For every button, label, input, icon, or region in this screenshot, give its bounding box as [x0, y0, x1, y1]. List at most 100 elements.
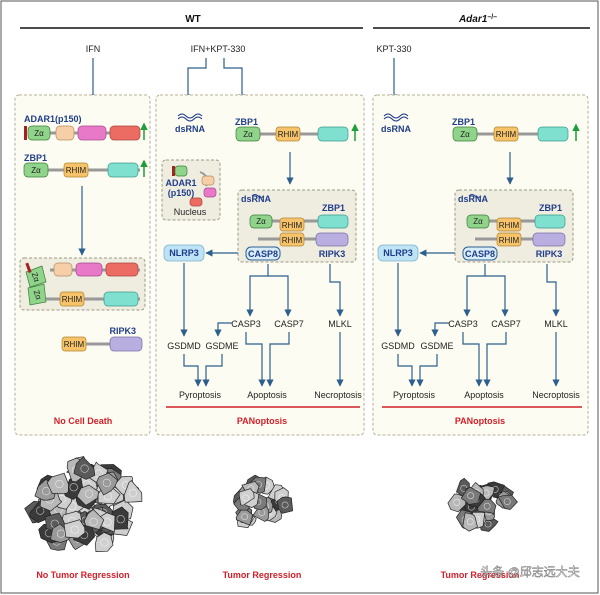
tumor-cell-nucleus — [84, 489, 94, 498]
ripk3-to-mlkl-arrow — [546, 264, 560, 317]
tumor-large — [24, 456, 143, 552]
caption-tumor-regression: Tumor Regression — [223, 570, 302, 580]
label-casp8: CASP8 — [248, 249, 278, 259]
svg-text:RHIM: RHIM — [499, 236, 520, 245]
tumor-cell — [476, 498, 497, 515]
label-dsrna: dsRNA — [175, 124, 206, 134]
complex-adar1-bar — [50, 262, 140, 277]
svg-text:Zα: Zα — [32, 289, 44, 301]
label-apoptosis: Apoptosis — [464, 390, 504, 400]
tumor-cell — [83, 509, 105, 531]
ifn-kpt-arrow-dsrna — [184, 58, 207, 102]
gsdmd-to-pyroptosis-arrow — [183, 354, 202, 387]
casp3-to-apoptosis-arrow — [245, 332, 266, 387]
label-necroptosis: Necroptosis — [314, 390, 362, 400]
tumor-cell — [76, 484, 100, 506]
label-necroptosis: Necroptosis — [532, 390, 580, 400]
label-ripk3: RIPK3 — [109, 326, 136, 336]
complex-ripk3: RHIM — [258, 232, 349, 247]
tumor-cell-nucleus — [466, 518, 474, 526]
casp8-node — [245, 246, 281, 261]
zbp1-protein: Zα RHIM — [23, 162, 140, 178]
tumor-small — [232, 474, 294, 528]
header-adar1-ko: Adar1–/– — [458, 14, 497, 25]
label-gsdme: GSDME — [205, 341, 238, 351]
label-ripk3: RIPK3 — [319, 249, 346, 259]
tumor-cell-nucleus — [55, 479, 64, 489]
tumor-cell — [460, 486, 482, 505]
outcome-panoptosis: PANoptosis — [455, 416, 505, 426]
outcome-panoptosis: PANoptosis — [237, 416, 287, 426]
ripk3-to-mlkl-arrow — [329, 264, 344, 317]
gsdmd-to-pyroptosis-arrow — [397, 354, 416, 387]
dsrna-icon — [177, 113, 203, 119]
svg-text:Zα: Zα — [256, 217, 266, 226]
treatment-ifn: IFN — [86, 44, 101, 54]
tumor-cell-nucleus — [70, 525, 79, 534]
casp8-to-casp3-arrow — [246, 264, 269, 317]
casp8-to-casp7-arrow — [485, 275, 509, 317]
casp7-to-apoptosis-arrow — [266, 332, 290, 387]
tumor-cell-nucleus — [69, 483, 78, 492]
label-casp3: CASP3 — [231, 319, 261, 329]
tumor-cell-nucleus — [453, 498, 461, 506]
tumor-cell — [96, 472, 119, 496]
label-zbp1: ZBP1 — [235, 117, 258, 127]
casp7-to-apoptosis-arrow — [483, 332, 507, 387]
tumor-cell-nucleus — [128, 489, 137, 498]
svg-text:Zα: Zα — [30, 271, 42, 283]
tumor-cell — [95, 532, 114, 552]
tumor-cell — [276, 496, 294, 514]
svg-text:Zα: Zα — [31, 166, 41, 175]
watermark: 头条 @邱志远大夫 — [480, 565, 580, 579]
tumor-cell-nucleus — [116, 515, 125, 524]
label-nlrp3: NLRP3 — [383, 248, 413, 258]
dsrna-icon — [251, 194, 265, 198]
label-adar1-p150: (p150) — [168, 188, 195, 198]
tumor-cell-nucleus — [503, 498, 511, 505]
tumor-cell-nucleus — [241, 513, 248, 520]
tumor-cell-nucleus — [102, 478, 111, 488]
ifn-kpt-arrow-zbp1 — [223, 58, 246, 102]
label-zbp1: ZBP1 — [322, 203, 345, 213]
label-nucleus: Nucleus — [174, 207, 207, 217]
label-nlrp3: NLRP3 — [169, 248, 199, 258]
casp8-to-casp3-arrow — [463, 264, 486, 317]
svg-text:RHIM: RHIM — [66, 166, 87, 175]
label-ripk3: RIPK3 — [536, 249, 563, 259]
tumor-small — [447, 477, 518, 532]
label-adar1: ADAR1 — [165, 178, 196, 188]
svg-text:RHIM: RHIM — [499, 221, 520, 230]
tumor-cell-nucleus — [100, 538, 109, 547]
tumor-cell-nucleus — [103, 518, 112, 527]
nlrp3-node — [377, 244, 419, 262]
label-adar1-p150: ADAR1(p150) — [24, 114, 82, 124]
tumor-cell — [73, 456, 96, 480]
caption-no-tumor-regression: No Tumor Regression — [36, 570, 129, 580]
zbp1-protein: Zα RHIM — [452, 126, 569, 142]
tumor-cell-nucleus — [242, 494, 250, 502]
svg-text:Zα: Zα — [473, 217, 483, 226]
tumor-cell — [63, 519, 86, 539]
tumor-cell-nucleus — [80, 464, 89, 473]
label-dsrna: dsRNA — [458, 194, 489, 204]
label-casp8: CASP8 — [465, 249, 495, 259]
adar1-protein: Zα — [24, 125, 141, 141]
tumor-cell — [462, 512, 478, 532]
label-zbp1: ZBP1 — [539, 203, 562, 213]
svg-text:RHIM: RHIM — [282, 221, 303, 230]
label-pyroptosis: Pyroptosis — [393, 390, 436, 400]
tumor-cell — [497, 494, 518, 510]
label-casp3: CASP3 — [448, 319, 478, 329]
svg-text:RHIM: RHIM — [64, 340, 85, 349]
svg-text:Zα: Zα — [460, 130, 470, 139]
tumor-cell-nucleus — [56, 529, 66, 538]
svg-text:RHIM: RHIM — [496, 130, 517, 139]
label-zbp1: ZBP1 — [452, 117, 475, 127]
zbp1-protein: Zα RHIM — [235, 126, 349, 142]
casp3-to-apoptosis-arrow — [462, 332, 483, 387]
tumor-cell-nucleus — [483, 502, 491, 510]
ripk3-protein: RHIM — [61, 336, 143, 352]
label-dsrna: dsRNA — [241, 194, 272, 204]
